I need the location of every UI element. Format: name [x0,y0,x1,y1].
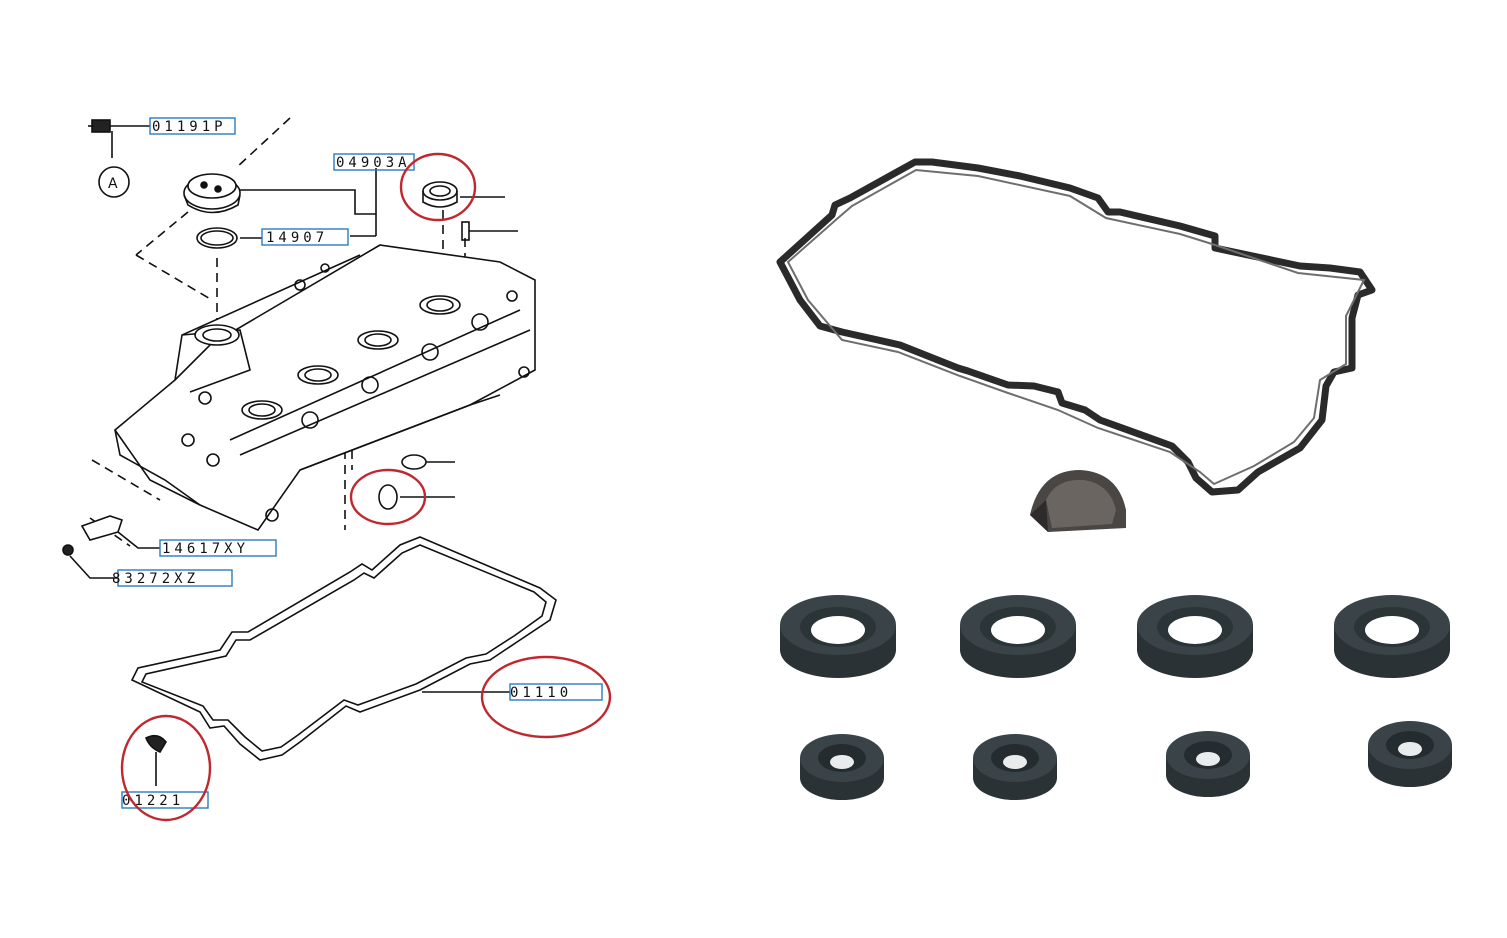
reference-marker-a: A [98,166,130,198]
callout-14907: 14907 [261,228,349,246]
small-seal-4 [1368,721,1452,787]
bolt-part [62,544,118,579]
highlight-marks [120,152,612,822]
small-seal-3 [1166,731,1250,797]
callout-14617XY: 14617XY [159,539,277,557]
valve-cover-body [113,244,536,531]
small-seal-2 [973,734,1057,800]
svg-text:14907: 14907 [266,230,328,246]
large-seal-1 [780,595,896,678]
svg-text:14617XY: 14617XY [162,541,249,557]
large-seal-4 [1334,595,1450,678]
half-moon-plug [378,484,398,510]
large-seal-3 [1137,595,1253,678]
bracket-part [80,515,160,549]
callout-01191P: 01191P [149,117,236,135]
oil-filler-cap [183,173,241,214]
highlight-half-moon-seal [120,714,212,822]
gasket-photo-inner [786,168,1366,486]
svg-text:01110: 01110 [510,685,572,701]
callout-01110: 01110 [509,683,603,701]
svg-text:04903A: 04903A [336,155,411,171]
valve-cover-gasket-outline [130,536,557,761]
large-seals-row [780,595,1450,678]
cap-o-ring [196,227,238,249]
callout-04903A: 04903A [333,153,415,171]
parts-diagram: A [62,117,557,786]
sensor-part [88,119,150,158]
large-seal-2 [960,595,1076,678]
highlight-half-moon-plug [349,468,427,526]
marker-a-label: A [108,176,118,192]
gasket-photo [776,158,1376,496]
callout-83272XZ: 83272XZ [112,569,233,587]
half-moon-seal-part [144,734,167,786]
highlight-gasket-code [480,655,612,739]
cap-o-ring-inner [200,230,234,246]
camshaft-oil-seal [422,181,458,208]
svg-text:01191P: 01191P [152,119,227,135]
small-seal-1 [800,734,884,800]
product-photo [776,158,1452,800]
half-moon-plug-photo [1030,470,1126,532]
highlight-oil-seal [399,152,477,222]
small-seals-row [800,721,1452,800]
svg-text:83272XZ: 83272XZ [112,571,199,587]
stud-bolt [461,221,470,241]
callout-labels: 01191P 04903A 14907 14617XY 83272XZ 0111… [112,117,603,809]
small-o-ring [401,454,427,470]
